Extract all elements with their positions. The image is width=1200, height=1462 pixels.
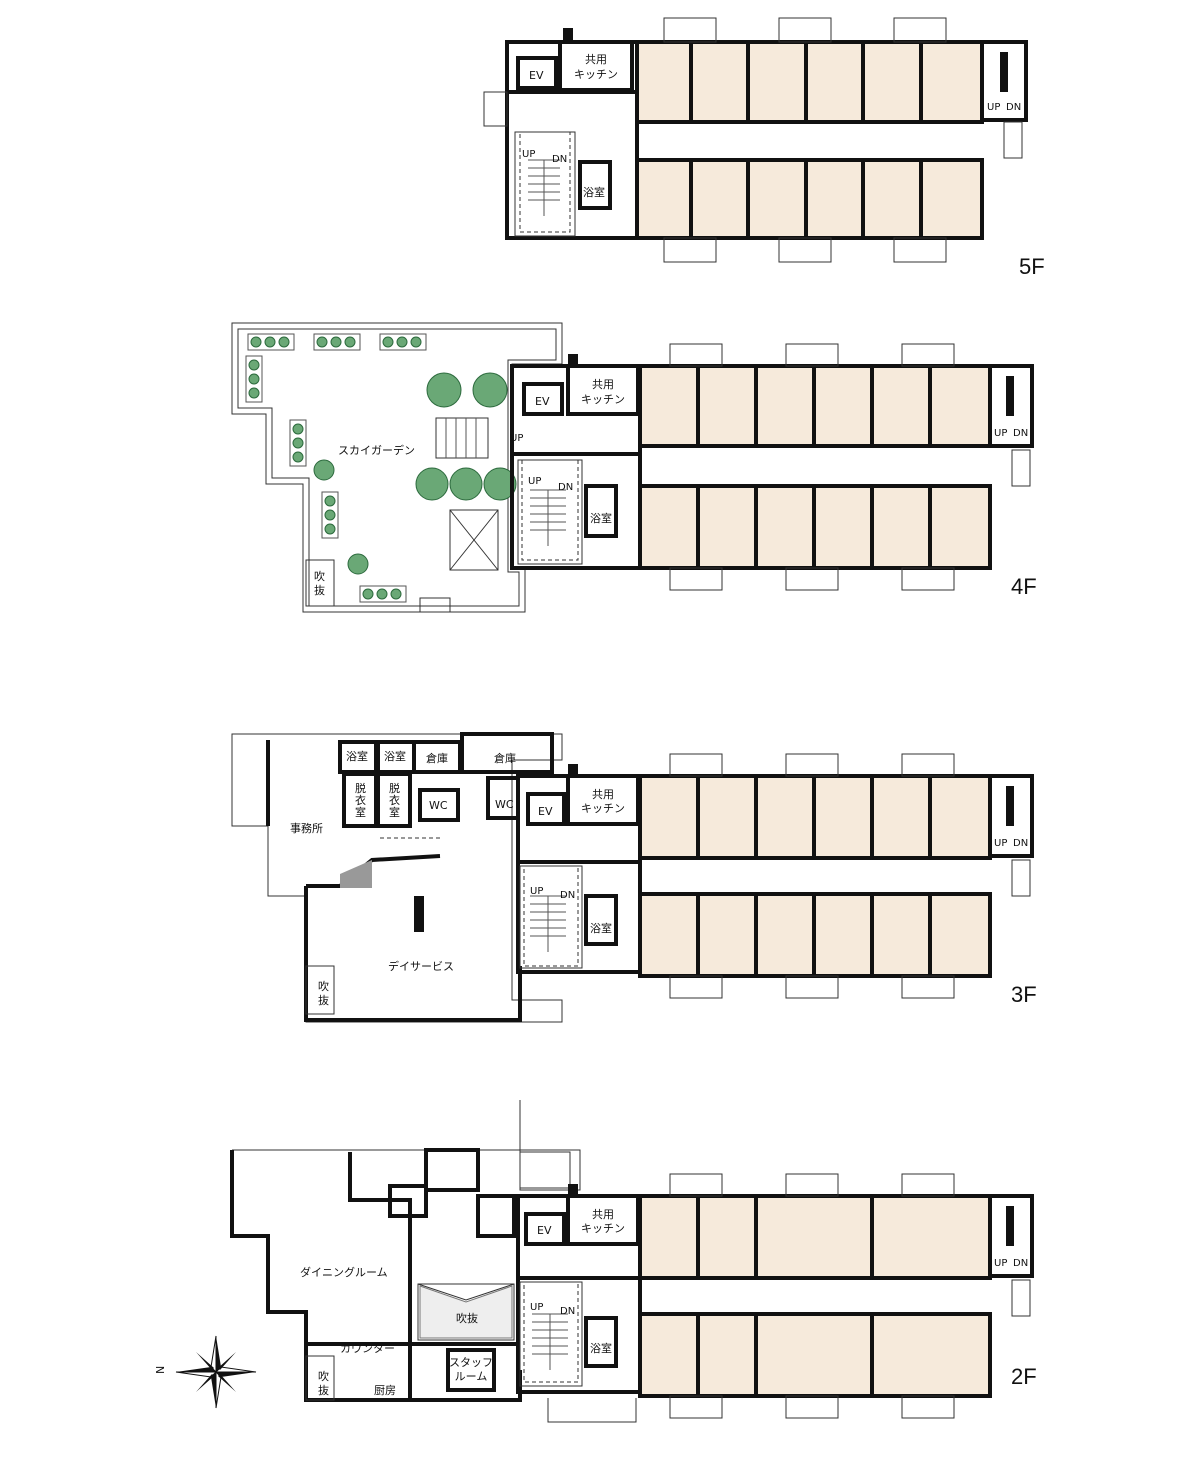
room-label-void: 吹 — [314, 570, 325, 583]
floor-label: 3F — [1011, 982, 1037, 1007]
room-label-day-service: デイサービス — [388, 959, 454, 973]
floor-label: 2F — [1011, 1364, 1037, 1389]
room-label-dressing: 衣 — [389, 793, 400, 807]
floor-label: 4F — [1011, 574, 1037, 599]
room-label-void: 吹抜 — [456, 1311, 478, 1325]
compass-rose-icon — [175, 1335, 257, 1409]
room-label-kitchen: キッチン — [574, 68, 618, 81]
stair-dn-label: DN — [558, 482, 573, 493]
floor-2f: EV 共用 キッチン ダイニングルーム 吹抜 カウンター 厨房 スタッフ ルーム… — [230, 1100, 1037, 1423]
room-label-dining: ダイニングルーム — [300, 1265, 388, 1279]
room-label-kitchen-room: 厨房 — [374, 1384, 396, 1397]
floor-5f: EV 共用 キッチン 浴室 UP DN UP DN 5F — [483, 17, 1045, 279]
room-label-void: 吹 — [318, 980, 329, 993]
room-label-kitchen: キッチン — [581, 393, 625, 406]
east-stair-dn-label: DN — [1013, 1258, 1028, 1269]
room-label-void: 抜 — [318, 993, 329, 1007]
room-label-kitchen: キッチン — [581, 802, 625, 815]
east-stair-dn-label: DN — [1006, 102, 1021, 113]
room-label-kitchen: 共用 — [585, 53, 607, 66]
room-label-dressing: 室 — [389, 805, 400, 819]
stair-up-label: UP — [522, 149, 535, 160]
stair-up-label: UP — [528, 476, 541, 487]
stair-up-label: UP — [530, 1302, 543, 1313]
floor-3f: 浴室 浴室 倉庫 倉庫 脱 衣 室 脱 衣 室 WC WC EV 共用 キッチン… — [231, 732, 1037, 1023]
room-label-void: 抜 — [318, 1383, 329, 1397]
room-label-bath: 浴室 — [583, 185, 605, 199]
room-label-staff-room: スタッフ — [449, 1356, 493, 1369]
room-label-staff-room: ルーム — [455, 1370, 488, 1383]
room-label-ev: EV — [537, 1224, 552, 1237]
room-label-dressing: 脱 — [355, 781, 366, 795]
floor-label: 5F — [1019, 254, 1045, 279]
room-label-kitchen: 共用 — [592, 1208, 614, 1221]
room-label-office: 事務所 — [290, 821, 323, 835]
floor-4f: スカイガーデン EV 共用 キッチン 浴室 UP UP DN UP DN 吹 抜… — [231, 322, 1037, 613]
room-label-bath: 浴室 — [590, 511, 612, 525]
stair-dn-label: DN — [552, 154, 567, 165]
room-label-dressing: 室 — [355, 805, 366, 819]
room-label-kitchen: キッチン — [581, 1222, 625, 1235]
stair-dn-label: DN — [560, 1306, 575, 1317]
room-label-wc: WC — [429, 799, 448, 812]
east-stair-up-label: UP — [994, 428, 1007, 439]
room-label-storage: 倉庫 — [494, 751, 516, 765]
east-stair-up-label: UP — [987, 102, 1000, 113]
room-label-bath: 浴室 — [346, 749, 368, 763]
room-label-void: 抜 — [314, 583, 325, 597]
east-stair-dn-label: DN — [1013, 838, 1028, 849]
room-label-bath: 浴室 — [384, 749, 406, 763]
east-stair-up-label: UP — [994, 838, 1007, 849]
room-label-ev: EV — [538, 805, 553, 818]
east-stair-dn-label: DN — [1013, 428, 1028, 439]
room-label-ev: EV — [535, 395, 550, 408]
room-label-bath: 浴室 — [590, 921, 612, 935]
room-label-wc: WC — [495, 798, 514, 811]
compass-north-label: N — [154, 1366, 167, 1374]
stair-up-label: UP — [530, 886, 543, 897]
room-label-counter: カウンター — [340, 1342, 395, 1355]
room-label-void: 吹 — [318, 1370, 329, 1383]
room-label-sky-garden: スカイガーデン — [338, 443, 415, 457]
room-label-bath: 浴室 — [590, 1341, 612, 1355]
room-label-dressing: 脱 — [389, 781, 400, 795]
room-label-dressing: 衣 — [355, 793, 366, 807]
room-label-ev: EV — [529, 69, 544, 82]
garden-stair-up-label: UP — [510, 433, 523, 444]
east-stair-up-label: UP — [994, 1258, 1007, 1269]
room-label-kitchen: 共用 — [592, 788, 614, 801]
stair-dn-label: DN — [560, 890, 575, 901]
room-label-kitchen: 共用 — [592, 378, 614, 391]
room-label-storage: 倉庫 — [426, 751, 448, 765]
